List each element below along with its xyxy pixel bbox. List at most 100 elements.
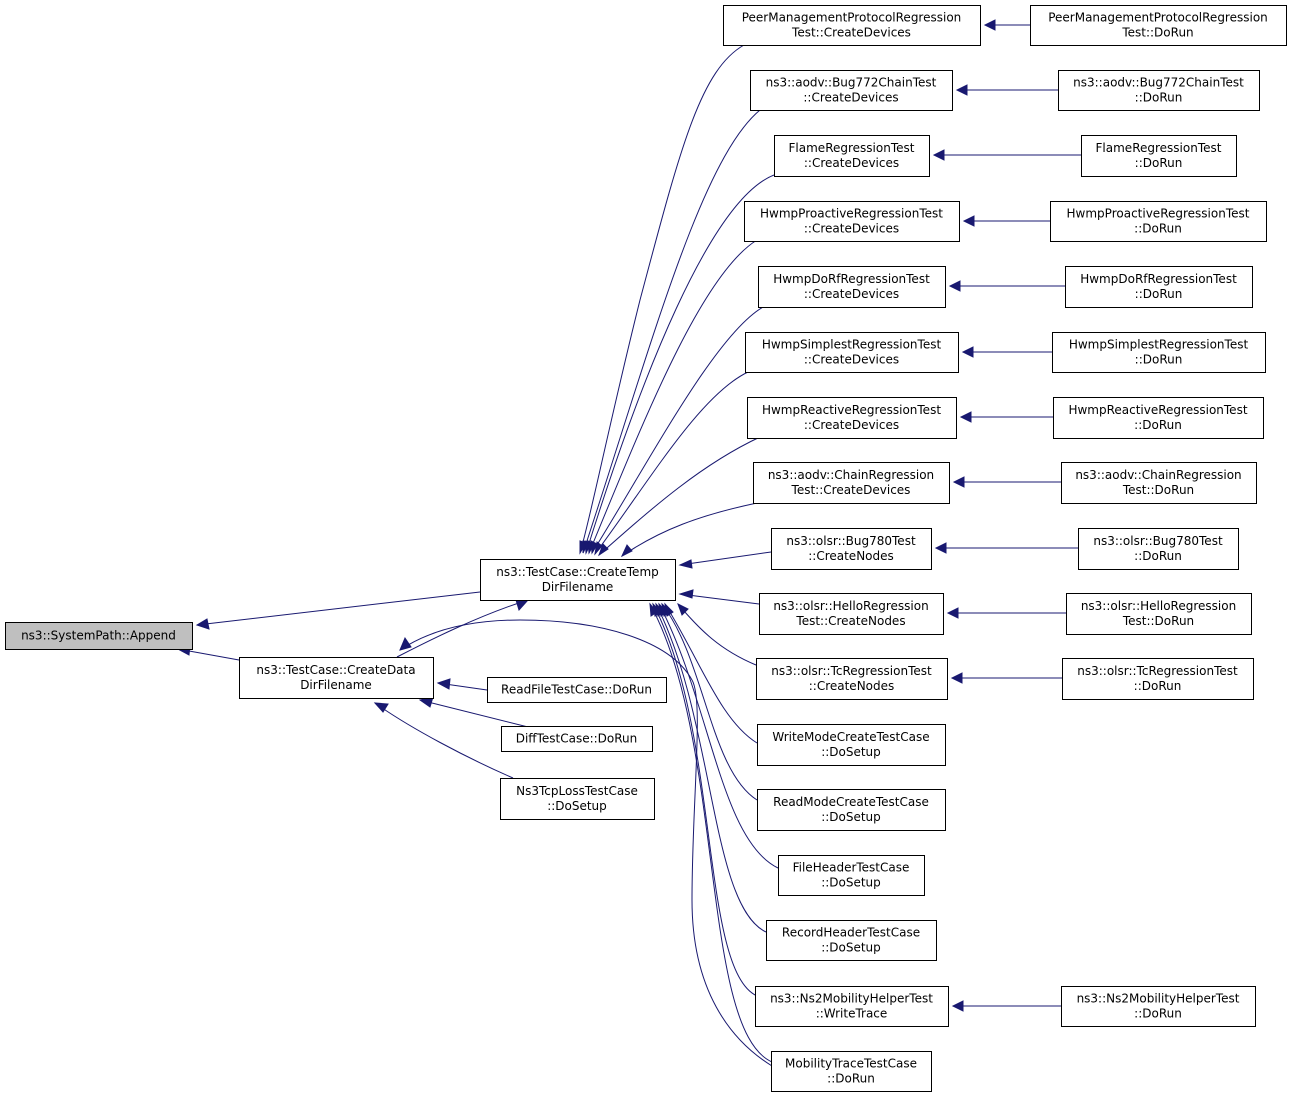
node-diff[interactable]: DiffTestCase::DoRun (501, 726, 653, 752)
node-hwdorf_run[interactable]: HwmpDoRfRegressionTest::DoRun (1065, 266, 1253, 308)
node-label-line: HwmpProactiveRegressionTest (760, 207, 943, 221)
node-box[interactable] (757, 724, 946, 766)
node-box[interactable] (756, 658, 948, 700)
node-flame_run[interactable]: FlameRegressionTest::DoRun (1081, 135, 1237, 177)
node-append[interactable]: ns3::SystemPath::Append (5, 622, 193, 650)
node-box[interactable] (1061, 462, 1257, 504)
node-label-line: ::DoRun (827, 1072, 875, 1086)
node-hwreac_run[interactable]: HwmpReactiveRegressionTest::DoRun (1053, 397, 1264, 439)
node-hwpro_run[interactable]: HwmpProactiveRegressionTest::DoRun (1050, 201, 1267, 242)
node-box[interactable] (1062, 658, 1254, 700)
node-label-line: ns3::olsr::TcRegressionTest (771, 664, 932, 678)
edge-line (677, 603, 757, 666)
node-label-line: Test::DoRun (1122, 483, 1194, 497)
node-box[interactable] (766, 920, 937, 961)
node-box[interactable] (1052, 332, 1266, 373)
node-box[interactable] (723, 5, 981, 46)
node-tc_cn[interactable]: ns3::olsr::TcRegressionTest::CreateNodes (756, 658, 948, 700)
node-box[interactable] (745, 332, 959, 373)
node-box[interactable] (753, 462, 950, 504)
node-box[interactable] (480, 559, 676, 601)
node-label-line: ns3::TestCase::CreateTemp (496, 565, 659, 579)
node-hwpro_cd[interactable]: HwmpProactiveRegressionTest::CreateDevic… (744, 201, 960, 242)
node-readmode[interactable]: ReadModeCreateTestCase::DoSetup (757, 789, 946, 831)
node-bug772_run[interactable]: ns3::aodv::Bug772ChainTest::DoRun (1058, 70, 1260, 111)
node-bug780_cn[interactable]: ns3::olsr::Bug780Test::CreateNodes (771, 528, 932, 570)
edge-mobility-to-data (399, 619, 773, 1067)
node-box[interactable] (778, 855, 925, 896)
node-ns2_wt[interactable]: ns3::Ns2MobilityHelperTest::WriteTrace (755, 986, 949, 1027)
node-label-line: HwmpDoRfRegressionTest (1080, 272, 1237, 286)
node-ns2_run[interactable]: ns3::Ns2MobilityHelperTest::DoRun (1061, 986, 1256, 1027)
node-label-line: ::CreateDevices (804, 418, 899, 432)
node-box[interactable] (1058, 70, 1260, 111)
edge-line (196, 591, 481, 626)
node-fileheader[interactable]: FileHeaderTestCase::DoSetup (778, 855, 925, 896)
edge-line (621, 502, 758, 557)
node-label-line: ::CreateDevices (804, 222, 899, 236)
node-hwreac_cd[interactable]: HwmpReactiveRegressionTest::CreateDevice… (747, 397, 957, 439)
node-readfile[interactable]: ReadFileTestCase::DoRun (487, 677, 667, 703)
node-box[interactable] (1061, 986, 1256, 1027)
node-box[interactable] (1078, 528, 1239, 570)
node-hwsimp_run[interactable]: HwmpSimplestRegressionTest::DoRun (1052, 332, 1266, 373)
node-label-line: ns3::aodv::Bug772ChainTest (1073, 76, 1244, 90)
node-recordheader[interactable]: RecordHeaderTestCase::DoSetup (766, 920, 937, 961)
node-box[interactable] (750, 70, 953, 111)
node-box[interactable] (1065, 266, 1253, 308)
node-box[interactable] (5, 622, 193, 650)
edge-tcploss-to-data (373, 702, 514, 779)
edge-line (664, 603, 758, 744)
node-box[interactable] (1050, 201, 1267, 242)
node-tcploss[interactable]: Ns3TcpLossTestCase::DoSetup (500, 778, 655, 820)
node-box[interactable] (755, 986, 949, 1027)
node-box[interactable] (1053, 397, 1264, 439)
node-box[interactable] (759, 593, 944, 635)
node-hwdorf_cd[interactable]: HwmpDoRfRegressionTest::CreateDevices (758, 266, 946, 308)
edge-arrowhead (950, 672, 963, 684)
node-box[interactable] (1030, 5, 1287, 46)
edge-hello_run-to-hello_cn (946, 607, 1066, 619)
node-hello_cn[interactable]: ns3::olsr::HelloRegressionTest::CreateNo… (759, 593, 944, 635)
node-box[interactable] (758, 266, 946, 308)
node-label-line: ns3::olsr::HelloRegression (773, 599, 928, 613)
edge-line (661, 603, 758, 801)
node-label-line: ::CreateDevices (803, 91, 898, 105)
node-peer_cd[interactable]: PeerManagementProtocolRegressionTest::Cr… (723, 5, 981, 46)
node-box[interactable] (757, 789, 946, 831)
node-bug772_cd[interactable]: ns3::aodv::Bug772ChainTest::CreateDevice… (750, 70, 953, 111)
node-box[interactable] (487, 677, 667, 703)
node-label-line: FlameRegressionTest (789, 141, 915, 155)
edge-hwpro_run-to-hwpro_cd (962, 215, 1050, 227)
edge-arrowhead (678, 589, 694, 599)
node-peer_run[interactable]: PeerManagementProtocolRegressionTest::Do… (1030, 5, 1287, 46)
node-hwsimp_cd[interactable]: HwmpSimplestRegressionTest::CreateDevice… (745, 332, 959, 373)
node-label-line: WriteModeCreateTestCase (772, 730, 929, 744)
node-tc_run[interactable]: ns3::olsr::TcRegressionTest::DoRun (1062, 658, 1254, 700)
node-box[interactable] (747, 397, 957, 439)
node-box[interactable] (501, 726, 653, 752)
node-box[interactable] (239, 657, 434, 699)
node-writemode[interactable]: WriteModeCreateTestCase::DoSetup (757, 724, 946, 766)
node-box[interactable] (1081, 135, 1237, 177)
node-box[interactable] (771, 1051, 932, 1092)
node-box[interactable] (774, 135, 930, 177)
edge-arrowhead (952, 476, 965, 488)
node-flame_cd[interactable]: FlameRegressionTest::CreateDevices (774, 135, 930, 177)
node-mobility[interactable]: MobilityTraceTestCase::DoRun (771, 1051, 932, 1092)
node-bug780_run[interactable]: ns3::olsr::Bug780Test::DoRun (1078, 528, 1239, 570)
node-box[interactable] (771, 528, 932, 570)
node-box[interactable] (500, 778, 655, 820)
node-label-line: ns3::Ns2MobilityHelperTest (1077, 992, 1240, 1006)
node-box[interactable] (744, 201, 960, 242)
node-box[interactable] (1066, 593, 1252, 635)
edge-hwpro_cd-to-temp (587, 239, 758, 555)
edge-arrowhead (678, 559, 693, 569)
node-chain_cd[interactable]: ns3::aodv::ChainRegressionTest::CreateDe… (753, 462, 950, 504)
node-label-line: RecordHeaderTestCase (782, 926, 920, 940)
node-label-line: ::CreateDevices (804, 353, 899, 367)
